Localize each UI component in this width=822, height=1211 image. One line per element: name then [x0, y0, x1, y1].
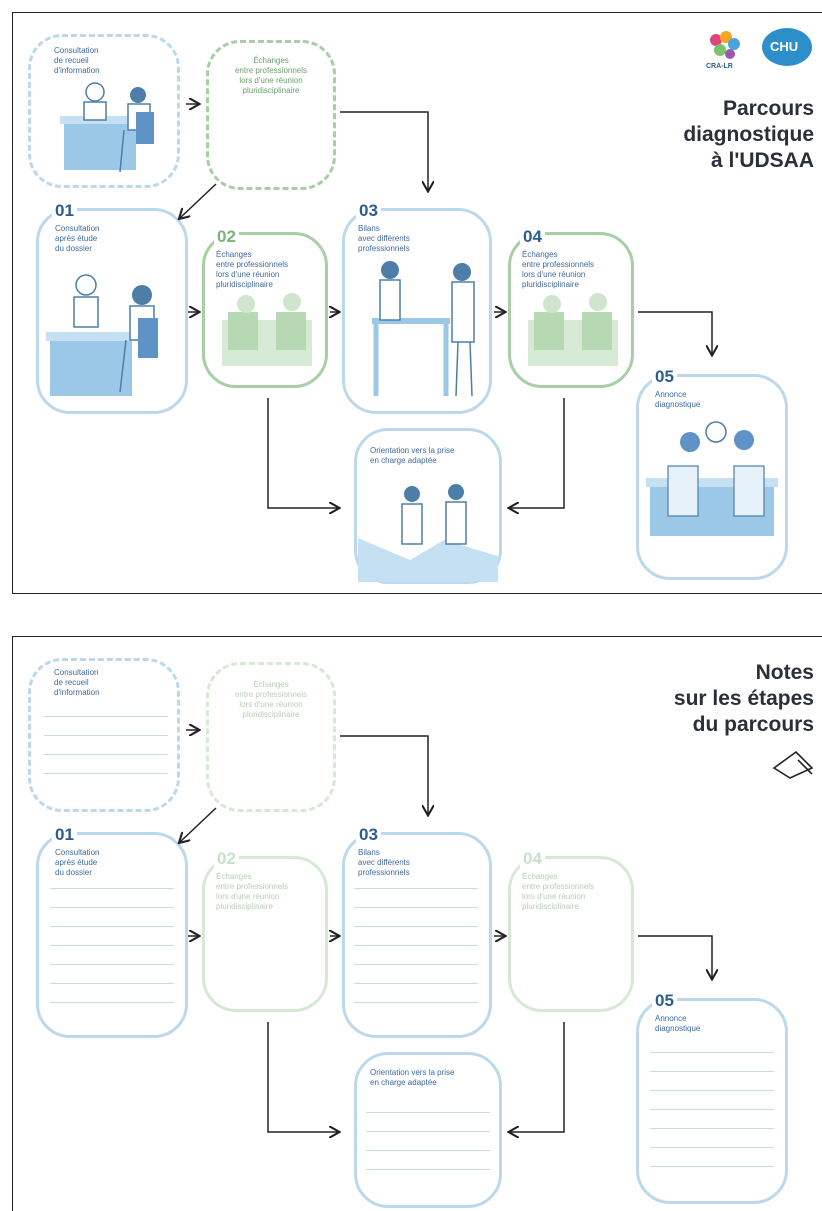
step-1-number: 01 — [52, 202, 77, 220]
notes-step-0b-label: Échanges entre professionnels lors d'une… — [234, 680, 308, 719]
notes-step-0b-card — [206, 662, 336, 812]
notes-step-0-label: Consultation de recueil d'information — [54, 668, 100, 697]
notes-step-2-label: Échanges entre professionnels lors d'une… — [216, 872, 289, 911]
notes-title: Notes sur les étapes du parcours — [673, 661, 814, 736]
notes-step-3-label: Bilans avec différents professionnels — [358, 848, 410, 877]
cra-lr-logo-text: CRA-LR — [706, 63, 733, 70]
step-0-label: Consultation de recueil d'information — [54, 46, 100, 75]
notes-step-0-lines[interactable] — [44, 716, 168, 792]
step-5-number: 05 — [652, 368, 677, 386]
step-1-label: Consultation après étude du dossier — [55, 224, 100, 253]
notes-step-5-label: Annonce diagnostique — [655, 1014, 701, 1033]
notes-step-5-number: 05 — [652, 992, 677, 1010]
step-0b-card — [206, 40, 336, 190]
chu-logo-text: CHU — [770, 39, 799, 54]
notes-step-1-lines[interactable] — [50, 888, 174, 1021]
step-2-number: 02 — [214, 228, 239, 246]
cra-lr-logo — [710, 31, 740, 59]
notes-step-1-number: 01 — [52, 826, 77, 844]
page-title: Parcours diagnostique à l'UDSAA — [683, 97, 814, 172]
notes-step-3-lines[interactable] — [354, 888, 478, 1021]
notes-step-1-card — [36, 832, 188, 1038]
notes-step-5-card — [636, 998, 788, 1204]
chu-logo — [762, 28, 812, 66]
step-3-number: 03 — [356, 202, 381, 220]
notes-step-4-number: 04 — [520, 850, 545, 868]
notes-step-3-number: 03 — [356, 826, 381, 844]
notes-step-2-number: 02 — [214, 850, 239, 868]
notes-step-2-card — [202, 856, 328, 1012]
notes-orientation-lines[interactable] — [366, 1112, 490, 1188]
step-5-label: Annonce diagnostique — [655, 390, 701, 409]
step-3-card — [342, 208, 492, 414]
notes-step-4-card — [508, 856, 634, 1012]
step-2-label: Échanges entre professionnels lors d'une… — [216, 250, 289, 289]
notes-orientation-card — [354, 1052, 502, 1208]
step-0b-label: Échanges entre professionnels lors d'une… — [234, 56, 308, 95]
notes-step-5-lines[interactable] — [650, 1052, 774, 1185]
step-4-label: Échanges entre professionnels lors d'une… — [522, 250, 595, 289]
step-4-number: 04 — [520, 228, 545, 246]
notes-step-1-label: Consultation après étude du dossier — [55, 848, 100, 877]
notes-orientation-label: Orientation vers la prise en charge adap… — [370, 1068, 455, 1087]
step-3-label: Bilans avec différents professionnels — [358, 224, 410, 253]
notes-step-4-label: Échanges entre professionnels lors d'une… — [522, 872, 595, 911]
orientation-label: Orientation vers la prise en charge adap… — [370, 446, 455, 465]
notes-step-3-card — [342, 832, 492, 1038]
